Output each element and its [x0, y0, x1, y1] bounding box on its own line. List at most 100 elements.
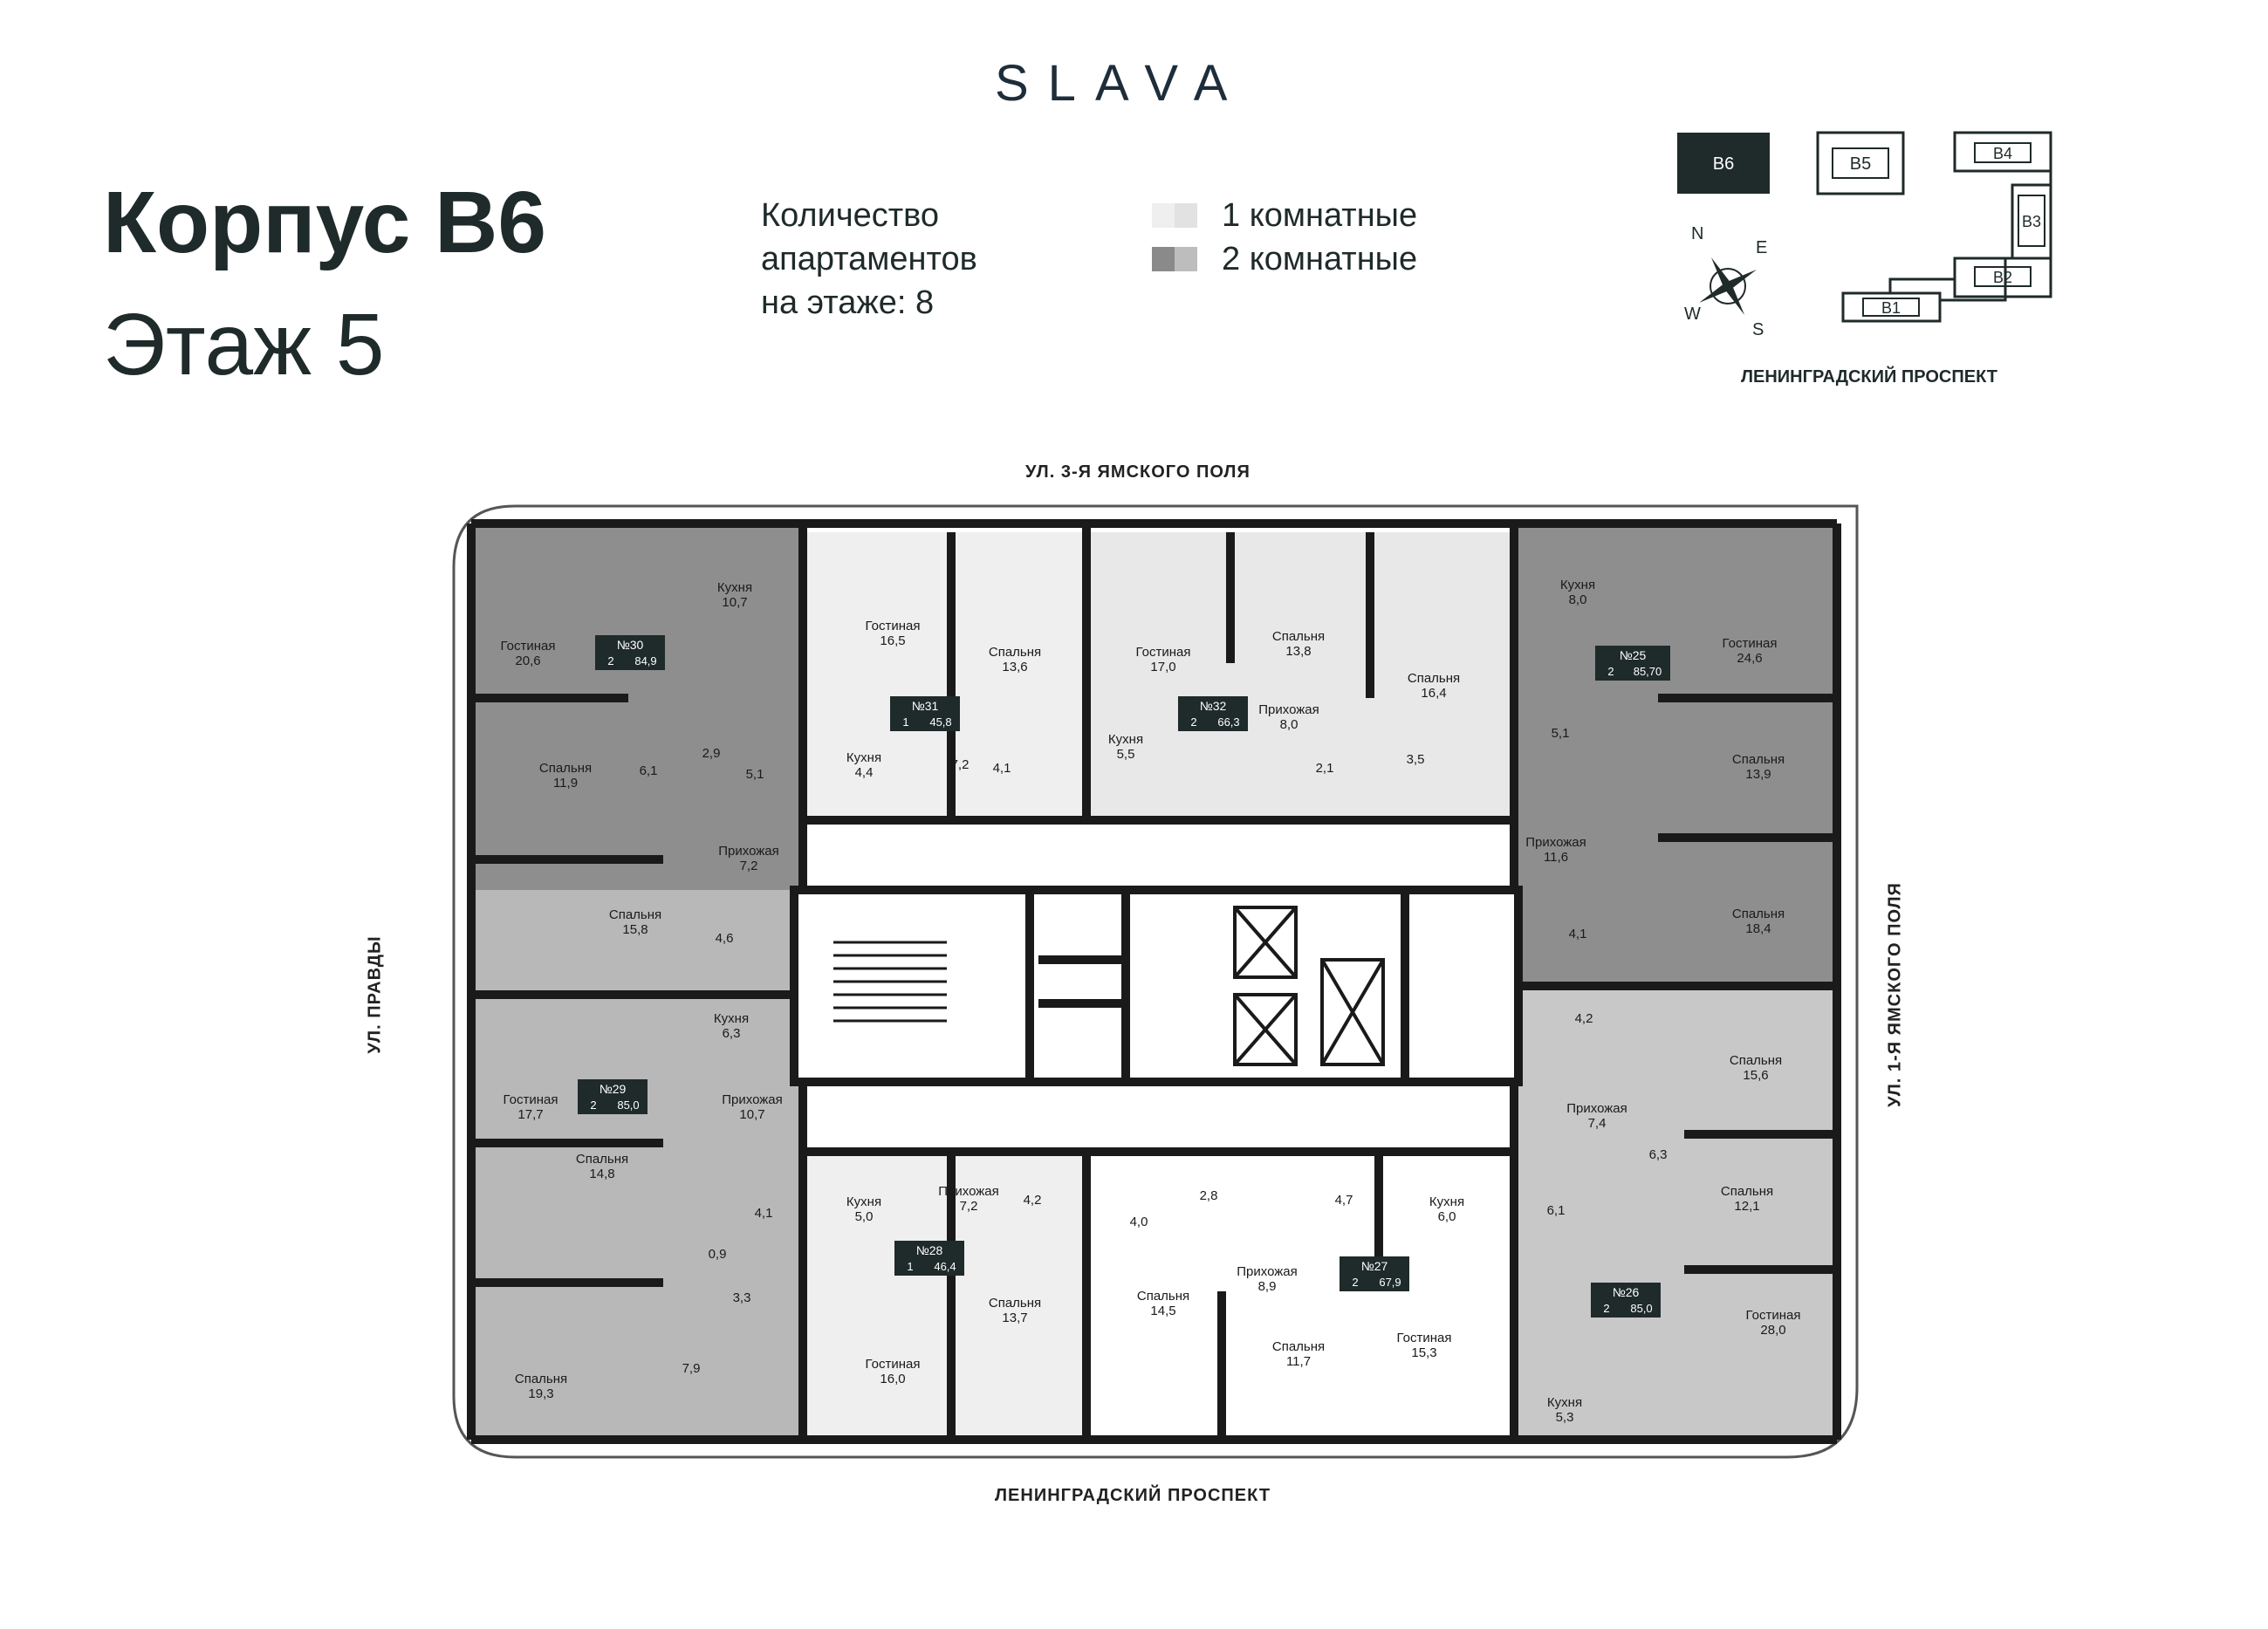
swatch-part — [1175, 203, 1197, 228]
room-name: Гостиная — [504, 1092, 558, 1107]
block-b2-outline — [1953, 257, 2052, 298]
room-area: 15,8 — [622, 922, 648, 937]
room-name: Гостиная — [866, 619, 921, 633]
badge-no: №27 — [1361, 1259, 1388, 1273]
badge-26[interactable]: №26 2 85,0 — [1591, 1283, 1661, 1318]
room-name: Спальня — [1732, 752, 1785, 767]
legend-item-2room: 2 комнатные — [1152, 237, 1417, 281]
room-area: 12,1 — [1734, 1199, 1759, 1214]
badge-30[interactable]: №30 2 84,9 — [595, 635, 665, 670]
room-area: 18,4 — [1745, 921, 1771, 936]
legend-swatch — [1152, 203, 1197, 228]
block-label: B3 — [2022, 213, 2041, 230]
room-area: 4,7 — [1335, 1193, 1353, 1208]
block-inner — [1832, 147, 1889, 179]
badge-27[interactable]: №27 2 67,9 — [1340, 1256, 1409, 1291]
room-area: 2,1 — [1316, 761, 1334, 776]
room-area: 5,0 — [855, 1209, 874, 1224]
badge-32[interactable]: №32 2 66,3 — [1178, 696, 1248, 731]
brand-logo: SLAVA — [995, 55, 1247, 112]
compass-n: N — [1691, 224, 1703, 243]
floor-title: Этаж 5 — [103, 296, 385, 394]
room-area: 4,1 — [1569, 927, 1587, 941]
apartment-count: Количество апартаментов на этаже: 8 — [761, 194, 977, 325]
count-line: Количество — [761, 197, 940, 234]
block-label: B1 — [1881, 299, 1901, 317]
badge-25[interactable]: №25 2 85,70 — [1595, 646, 1670, 681]
room-area: 17,0 — [1150, 660, 1175, 674]
room-name: Спальня — [1272, 629, 1325, 644]
room-area: 4,0 — [1130, 1215, 1148, 1229]
room-area: 5,3 — [1556, 1410, 1574, 1425]
swatch-part — [1152, 203, 1175, 228]
room-name: Спальня — [539, 761, 592, 776]
legend-label: 2 комнатные — [1222, 241, 1418, 277]
room-name: Спальня — [1730, 1053, 1782, 1068]
room-name: Гостиная — [1397, 1331, 1452, 1345]
room-area: 11,7 — [1286, 1354, 1311, 1369]
room-name: Спальня — [609, 907, 661, 922]
room-name: Гостиная — [866, 1357, 921, 1372]
room-area: 2,9 — [702, 746, 721, 761]
room-name: Спальня — [1732, 907, 1785, 921]
room-area: 3,3 — [733, 1290, 751, 1305]
block-label: B4 — [1993, 145, 2012, 162]
room-area: 13,7 — [1002, 1311, 1027, 1325]
room-area: 13,8 — [1285, 644, 1311, 659]
badge-area: 85,70 — [1634, 665, 1662, 678]
room-area: 6,3 — [723, 1026, 741, 1041]
elevator-icon — [1233, 906, 1385, 1066]
room-area: 0,9 — [709, 1247, 727, 1262]
legend-item-1room: 1 комнатные — [1152, 194, 1417, 237]
compass-icon — [1699, 257, 1757, 315]
room-name: Спальня — [1721, 1184, 1773, 1199]
room-name: Прихожая — [1237, 1264, 1298, 1279]
room-area: 13,6 — [1002, 660, 1027, 674]
badge-area: 85,0 — [617, 1099, 639, 1112]
compass-e: E — [1756, 238, 1767, 257]
apartment-25[interactable] — [1514, 524, 1837, 986]
room-name: Прихожая — [1566, 1101, 1627, 1116]
room-area: 5,5 — [1117, 747, 1135, 762]
apartment-30[interactable] — [471, 524, 798, 890]
room-name: Гостиная — [1746, 1308, 1801, 1323]
badge-31[interactable]: №31 1 45,8 — [890, 696, 960, 731]
room-name: Гостиная — [1136, 645, 1191, 660]
interior-walls — [467, 519, 1841, 1444]
room-area: 4,1 — [993, 761, 1011, 776]
badge-no: №25 — [1620, 648, 1647, 662]
room-labels: Кухня10,7Гостиная20,62,95,1Спальня11,96,… — [501, 578, 1801, 1425]
swatch-part — [1152, 247, 1175, 271]
block-b6[interactable] — [1677, 133, 1770, 194]
room-area: 14,8 — [589, 1167, 614, 1181]
room-area: 6,1 — [1547, 1203, 1566, 1218]
block-b1-outline — [1841, 291, 1942, 323]
badge-28[interactable]: №28 1 46,4 — [894, 1241, 964, 1276]
room-area: 16,4 — [1421, 686, 1446, 701]
room-name: Прихожая — [1525, 835, 1586, 850]
room-name: Прихожая — [718, 844, 779, 859]
room-name: Прихожая — [938, 1184, 999, 1199]
badge-area: 84,9 — [634, 654, 656, 667]
compass-w: W — [1684, 305, 1701, 324]
room-area: 15,6 — [1743, 1068, 1768, 1083]
block-label: B6 — [1713, 154, 1734, 174]
room-name: Кухня — [1547, 1395, 1582, 1410]
apartment-29[interactable] — [471, 890, 798, 1440]
apartment-32[interactable] — [1086, 532, 1514, 820]
building-title: Корпус B6 — [103, 174, 546, 271]
apartment-26[interactable] — [1514, 986, 1837, 1440]
badge-rooms: 1 — [907, 1260, 913, 1273]
site-street-label: ЛЕНИНГРАДСКИЙ ПРОСПЕКТ — [1741, 366, 1997, 387]
badge-29[interactable]: №29 2 85,0 — [578, 1079, 648, 1114]
compass-s: S — [1752, 320, 1764, 339]
room-area: 19,3 — [528, 1386, 553, 1401]
block-inner — [2018, 195, 2045, 247]
apartment-27[interactable] — [1086, 1152, 1514, 1440]
room-name: Гостиная — [501, 639, 556, 654]
room-name: Прихожая — [1258, 702, 1319, 717]
room-area: 11,9 — [553, 776, 578, 791]
badge-area: 45,8 — [929, 715, 951, 729]
room-area: 7,2 — [951, 757, 970, 772]
room-area: 4,2 — [1024, 1193, 1042, 1208]
